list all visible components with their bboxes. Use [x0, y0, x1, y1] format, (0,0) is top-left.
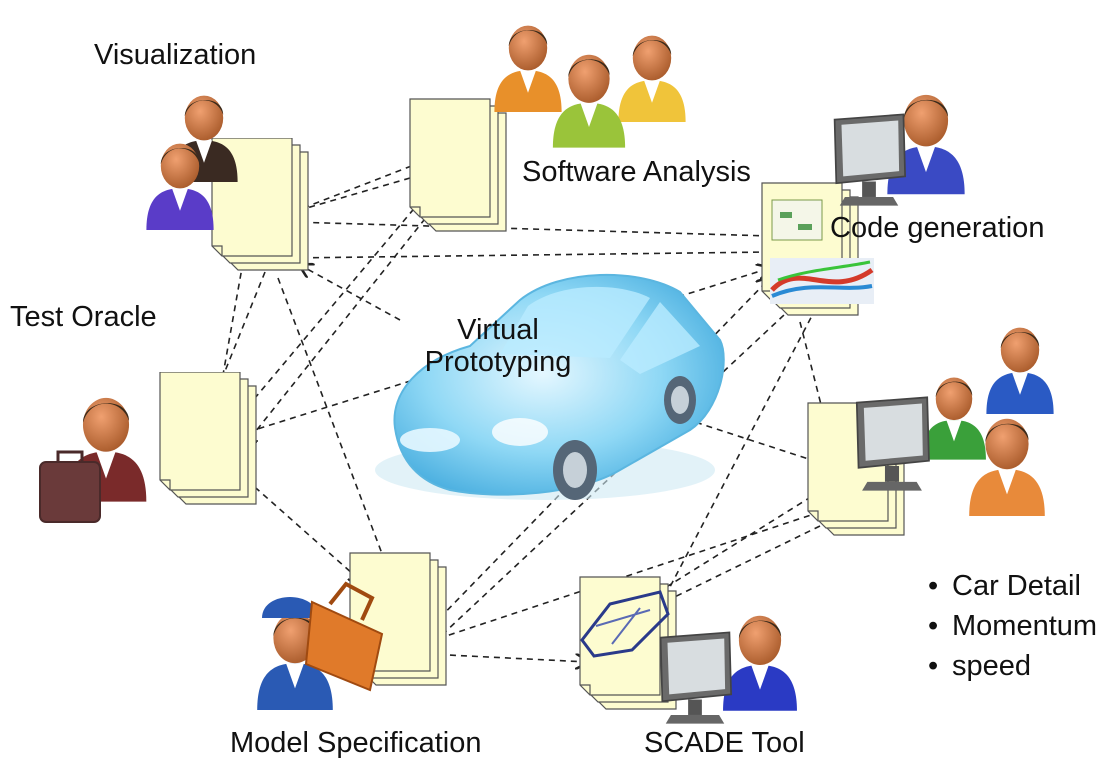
software-analysis-people-icon [494, 25, 686, 148]
label-software-analysis: Software Analysis [522, 156, 751, 188]
code-generation-engineer-icon [833, 94, 965, 207]
test-oracle-businessman-icon [39, 397, 147, 523]
document-stack-icon [409, 98, 507, 232]
label-scade-tool: SCADE Tool [644, 727, 805, 759]
bullet-item: speed [928, 646, 1097, 686]
label-code-generation: Code generation [830, 212, 1045, 244]
mechanic-icon [257, 581, 384, 710]
label-virtual-prototyping-line1: Virtual [457, 314, 539, 346]
bullet-list: Car Detail Momentum speed [928, 566, 1097, 686]
label-virtual-prototyping-line2: Prototyping [424, 345, 572, 378]
team-people-icon [855, 327, 1054, 516]
briefcase-icon [39, 450, 101, 523]
label-visualization: Visualization [94, 39, 257, 71]
bullet-item: Car Detail [928, 566, 1097, 606]
simulation-thumbnail-icon [770, 199, 874, 304]
chassis-icon [580, 590, 670, 658]
label-model-specification: Model Specification [230, 727, 482, 759]
label-virtual-prototyping: Virtual Prototyping [408, 314, 588, 379]
toolbox-icon [304, 581, 384, 692]
document-stack-icon [159, 372, 257, 505]
car-icon [375, 273, 725, 500]
computer-monitor-icon [659, 631, 733, 725]
scade-engineer-icon [659, 615, 797, 725]
bullet-item: Momentum [928, 606, 1097, 646]
label-test-oracle: Test Oracle [10, 301, 157, 333]
